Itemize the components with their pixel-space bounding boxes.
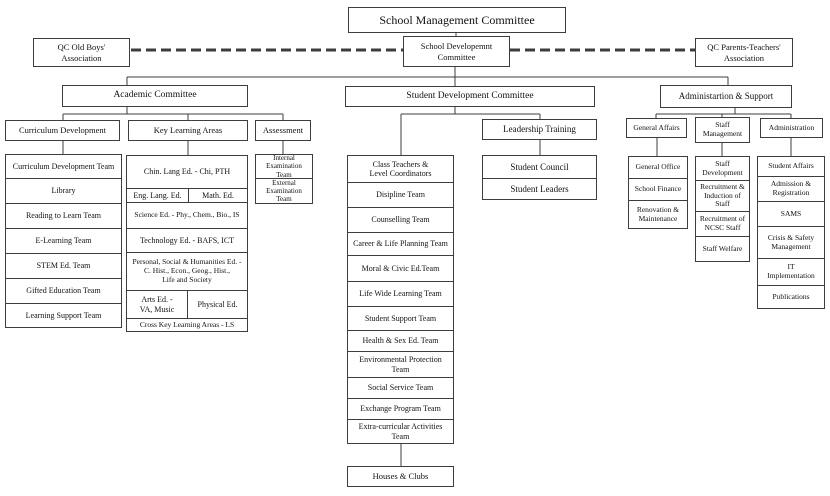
node-staff-management: Staff Management <box>695 117 750 143</box>
curriculum-development-stack: Curriculum Development Team Library Read… <box>5 154 122 328</box>
node-chinese-lang-ed: Chin. Lang Ed. - Chi, PTH <box>126 155 248 189</box>
node-school-management-committee: School Management Committee <box>348 7 566 33</box>
node-reading-to-learn-team: Reading to Learn Team <box>5 203 122 229</box>
leadership-training-stack: Student Council Student Leaders <box>482 155 597 200</box>
node-science-ed: Science Ed. - Phy., Chem., Bio., IS <box>126 202 248 229</box>
node-administration-support: Administartion & Support <box>660 85 792 108</box>
node-external-examination-team: External Examination Team <box>255 178 313 204</box>
node-recruitment-induction-of-staff: Recruitment & Induction of Staff <box>695 180 750 212</box>
general-affairs-stack: General Office School Finance Renovation… <box>628 156 688 229</box>
node-learning-support-team: Learning Support Team <box>5 303 122 328</box>
node-discipline-team: Disipline Team <box>347 182 454 208</box>
node-math-ed: Math. Ed. <box>188 188 248 203</box>
node-exchange-program-team: Exchange Program Team <box>347 398 454 420</box>
student-development-stack: Class Teachers & Level Coordinators Disi… <box>347 155 454 444</box>
node-recruitment-of-ncsc-staff: Recruitment of NCSC Staff <box>695 211 750 237</box>
node-curriculum-development: Curriculum Development <box>5 120 120 141</box>
node-personal-social-humanities-ed: Personal, Social & Humanities Ed. - C. H… <box>126 252 248 291</box>
node-publications: Publications <box>757 285 825 309</box>
node-cross-key-learning-areas: Cross Key Learning Areas - LS <box>126 318 248 332</box>
node-leadership-training: Leadership Training <box>482 119 597 140</box>
node-school-finance: School Finance <box>628 178 688 201</box>
kla-split-row-arts-pe: Arts Ed. - VA, Music Physical Ed. <box>126 290 248 319</box>
node-student-support-team: Student Support Team <box>347 306 454 331</box>
node-administration: Administration <box>760 118 823 138</box>
kla-split-row-lang-math: Eng. Lang. Ed. Math. Ed. <box>126 188 248 203</box>
node-physical-ed: Physical Ed. <box>187 290 248 319</box>
node-student-affairs: Student Affairs <box>757 156 825 177</box>
node-extra-curricular-activities-team: Extra-curricular Activities Team <box>347 419 454 444</box>
node-academic-committee: Academic Committee <box>62 85 248 107</box>
node-assessment: Assessment <box>255 120 311 141</box>
node-social-service-team: Social Service Team <box>347 377 454 399</box>
node-curriculum-development-team: Curriculum Development Team <box>5 154 122 179</box>
node-student-leaders: Student Leaders <box>482 178 597 200</box>
node-sams: SAMS <box>757 201 825 227</box>
assessment-stack: Internal Examination Team External Exami… <box>255 154 313 204</box>
key-learning-areas-stack: Chin. Lang Ed. - Chi, PTH Eng. Lang. Ed.… <box>126 155 248 332</box>
node-english-lang-ed: Eng. Lang. Ed. <box>126 188 189 203</box>
node-arts-ed: Arts Ed. - VA, Music <box>126 290 188 319</box>
node-student-council: Student Council <box>482 155 597 179</box>
node-qc-parents-teachers-association: QC Parents-Teachers' Association <box>695 38 793 67</box>
staff-management-stack: Staff Development Recruitment & Inductio… <box>695 156 750 262</box>
node-qc-old-boys-association: QC Old Boys' Association <box>33 38 130 67</box>
node-technology-ed: Technology Ed. - BAFS, ICT <box>126 228 248 253</box>
node-houses-clubs: Houses & Clubs <box>347 466 454 487</box>
node-class-teachers-level-coordinators: Class Teachers & Level Coordinators <box>347 155 454 183</box>
node-student-development-committee: Student Development Committee <box>345 86 595 107</box>
node-crisis-safety-management: Crisis & Safety Management <box>757 226 825 259</box>
node-internal-examination-team: Internal Examination Team <box>255 154 313 179</box>
node-general-office: General Office <box>628 156 688 179</box>
node-admission-registration: Admission & Registration <box>757 176 825 202</box>
node-general-affairs: General Affairs <box>626 118 687 138</box>
node-key-learning-areas: Key Learning Areas <box>128 120 248 141</box>
node-renovation-maintenance: Renovation & Maintenance <box>628 200 688 229</box>
node-it-implementation: IT Implementation <box>757 258 825 286</box>
node-gifted-education-team: Gifted Education Team <box>5 278 122 304</box>
node-counselling-team: Counselling Team <box>347 207 454 233</box>
administration-stack: Student Affairs Admission & Registration… <box>757 156 825 309</box>
node-staff-welfare: Staff Welfare <box>695 236 750 262</box>
node-environmental-protection-team: Environmental Protection Team <box>347 351 454 378</box>
node-life-wide-learning-team: Life Wide Learning Team <box>347 281 454 307</box>
node-health-sex-ed-team: Health & Sex Ed. Team <box>347 330 454 352</box>
node-stem-ed-team: STEM Ed. Team <box>5 253 122 279</box>
node-library: Library <box>5 178 122 204</box>
node-staff-development: Staff Development <box>695 156 750 181</box>
node-school-development-committee: School Developemnt Committee <box>403 36 510 67</box>
node-moral-civic-ed-team: Moral & Civic Ed.Team <box>347 255 454 282</box>
node-career-life-planning-team: Career & Life Planning Team <box>347 232 454 256</box>
node-e-learning-team: E-Learning Team <box>5 228 122 254</box>
